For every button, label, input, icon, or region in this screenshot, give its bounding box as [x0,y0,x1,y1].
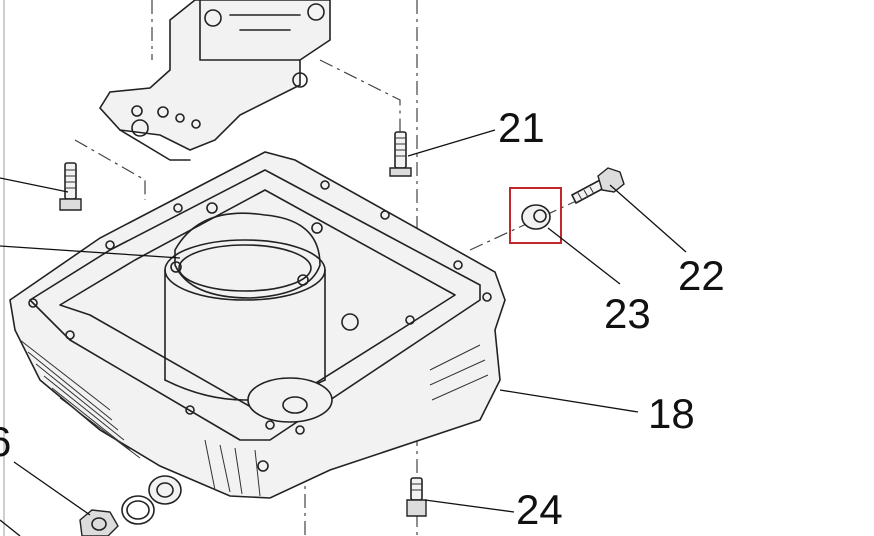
leader-24 [424,499,515,513]
leader-18 [499,389,639,413]
highlight-box-23 [509,187,562,244]
callout-24: 24 [516,486,563,533]
callout-23: 23 [604,290,651,337]
leader-21 [407,129,496,157]
leader-left-gasket [0,245,181,259]
bolt-left-part [59,162,82,211]
centerline-left-bolt [74,139,146,200]
drain-bolt-22-part [570,167,625,205]
leader-bottom-left [0,519,21,536]
bottom-left-parts [79,475,182,536]
callout-21: 21 [498,104,545,151]
pump-cover-part [99,0,331,161]
washer-23-part [521,204,551,230]
bolt-21-part [389,131,412,177]
bolt-24-part [406,477,427,517]
leader-23 [547,227,621,285]
callout-6: 6 [0,418,11,465]
leader-22 [609,184,687,253]
oil-pan-part [9,151,506,499]
leader-left-bolt [0,177,69,193]
centerline-cover-bolt [319,59,401,150]
callout-18: 18 [648,390,695,437]
leader-6 [13,461,91,516]
callout-22: 22 [678,252,725,299]
